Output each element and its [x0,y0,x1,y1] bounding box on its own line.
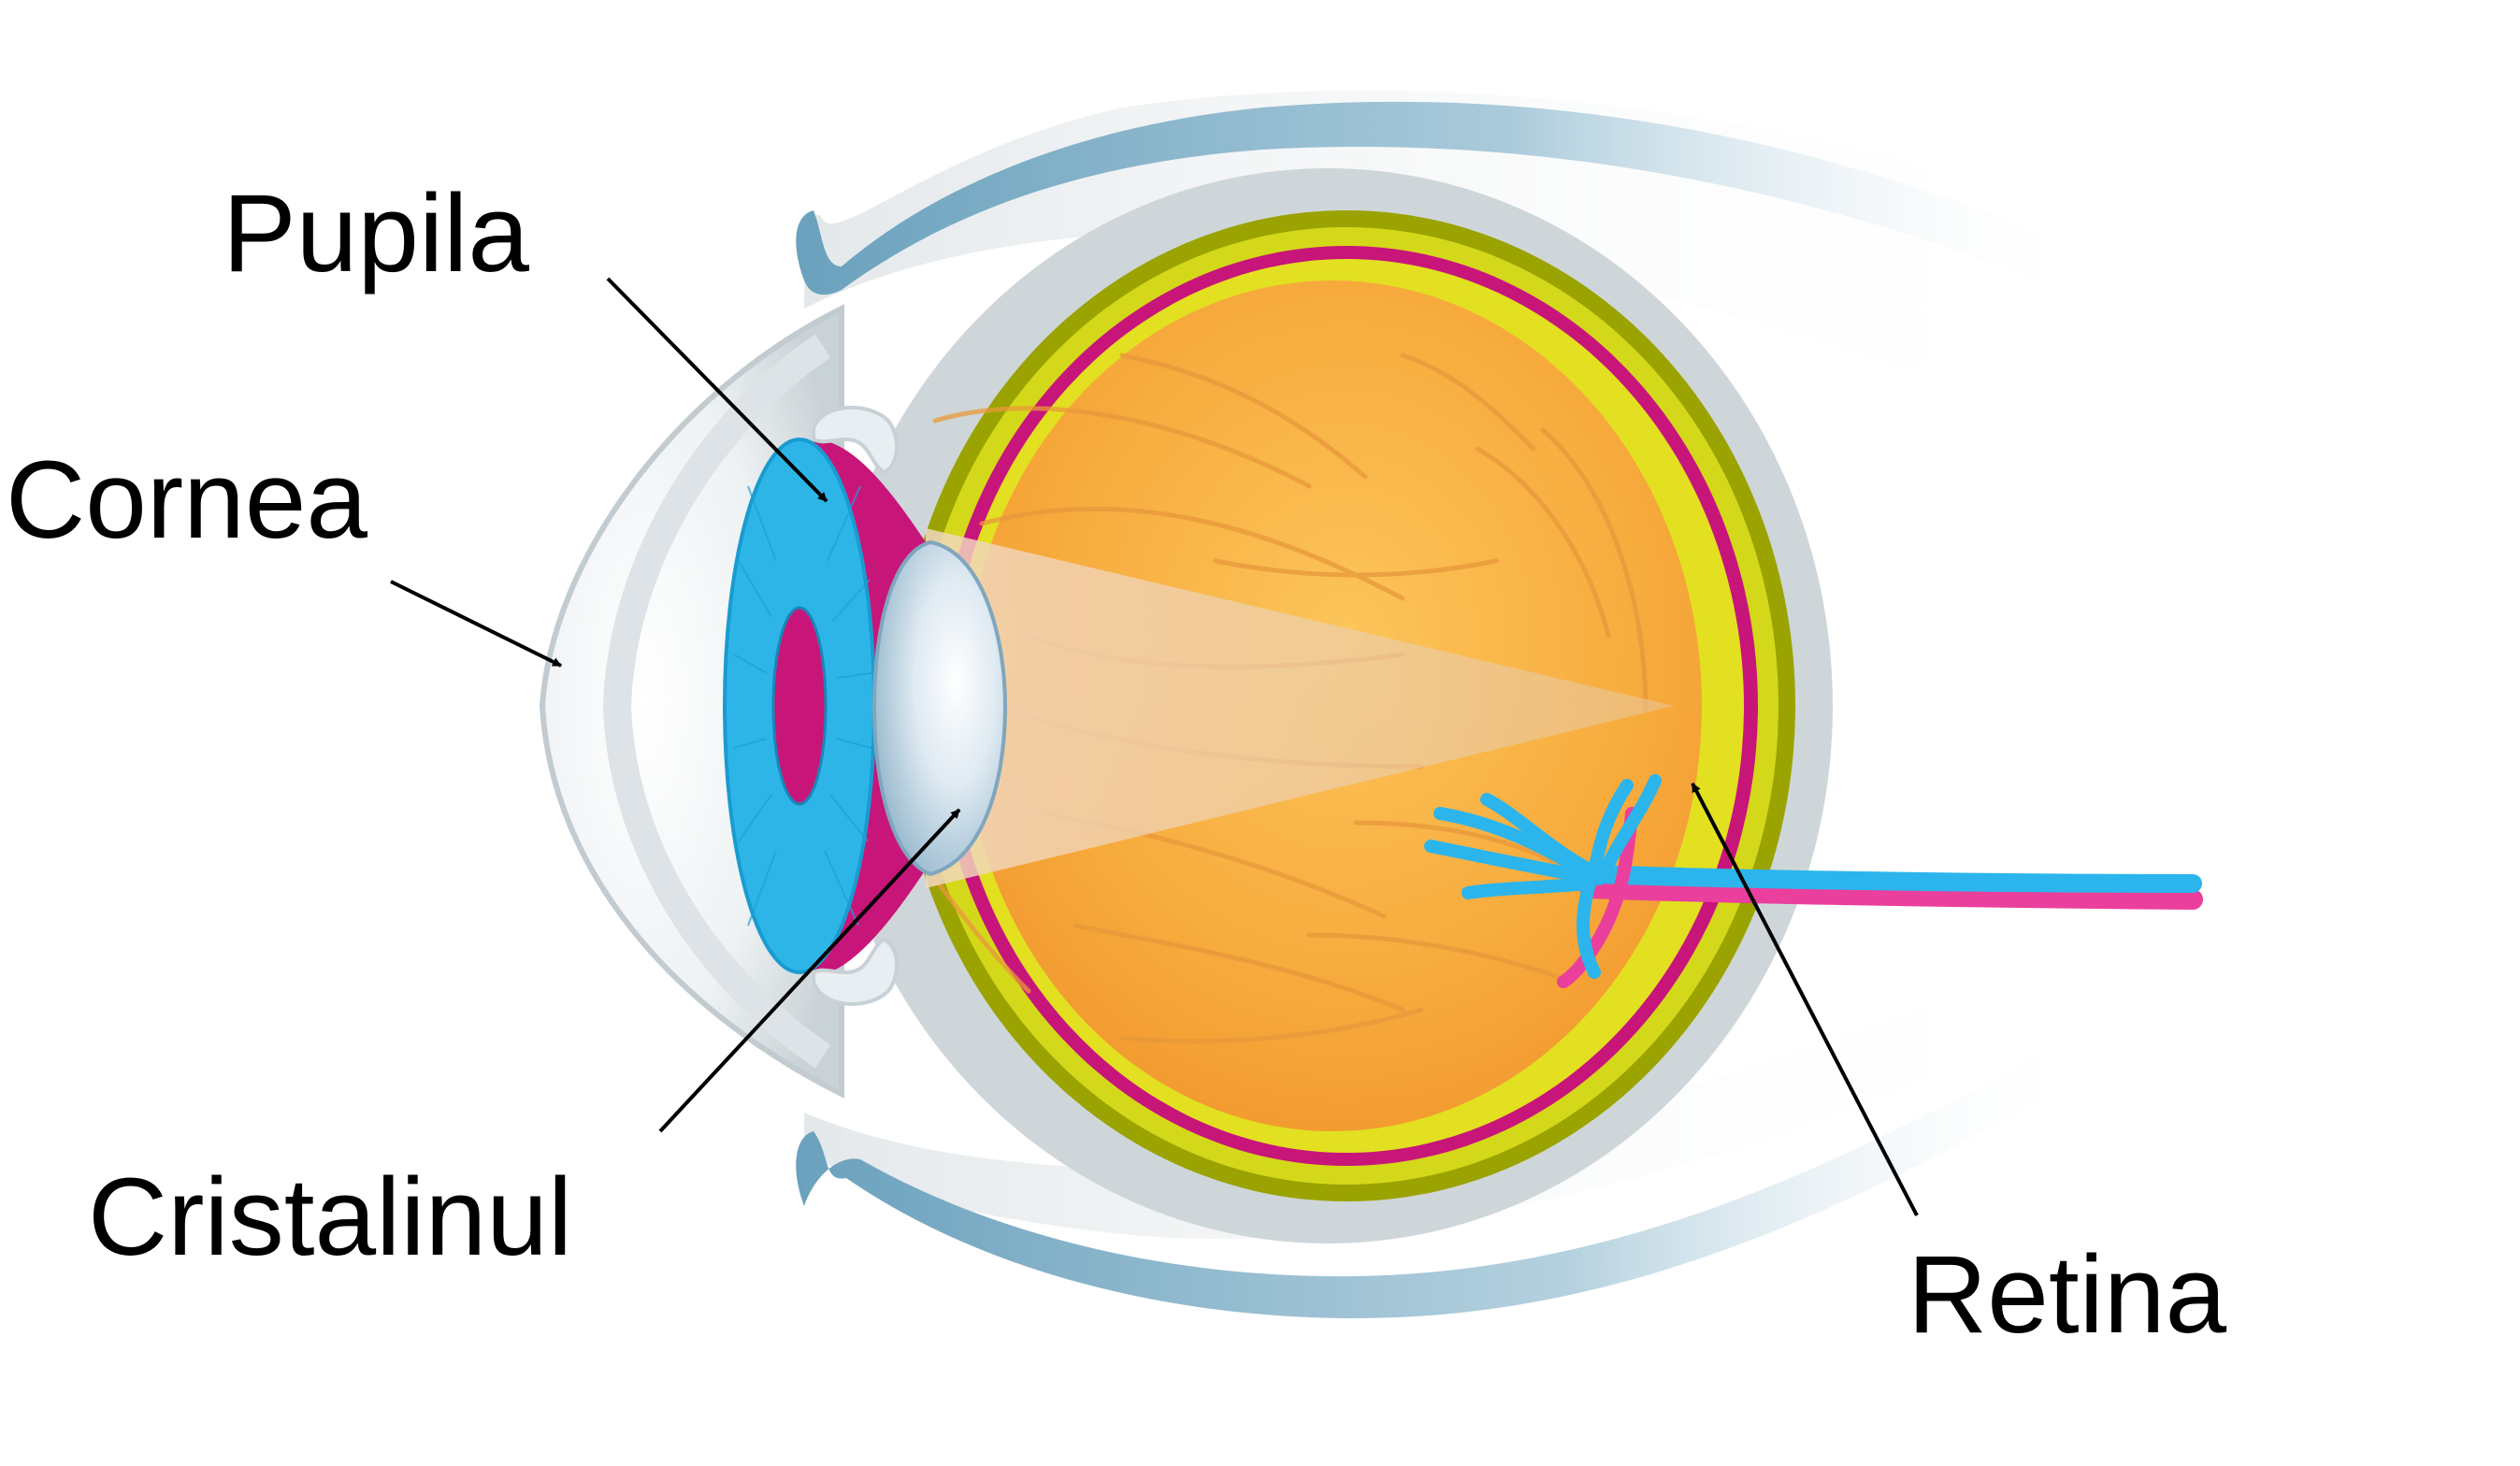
optic-nerve [1579,865,2203,910]
cornea-label: Cornea [6,438,367,562]
retina-label: Retina [1908,1233,2226,1357]
upper-eyelid [796,91,2085,439]
lower-ligament [812,937,900,1006]
pupil [771,606,828,806]
upper-ligament [812,405,900,475]
cristalinul-arrow [658,808,961,1133]
retinal-blood-vessels [1424,774,1662,988]
light-beam [926,528,1674,888]
iris-texture [733,485,872,927]
cornea-arrow [390,580,562,668]
retina-arrow [1691,783,1919,1216]
pupila-label: Pupila [223,172,529,295]
leader-lines [390,277,1919,1216]
cristalinul-label: Cristalinul [88,1156,572,1279]
pupila-arrow [606,277,828,503]
lens [871,539,1008,877]
